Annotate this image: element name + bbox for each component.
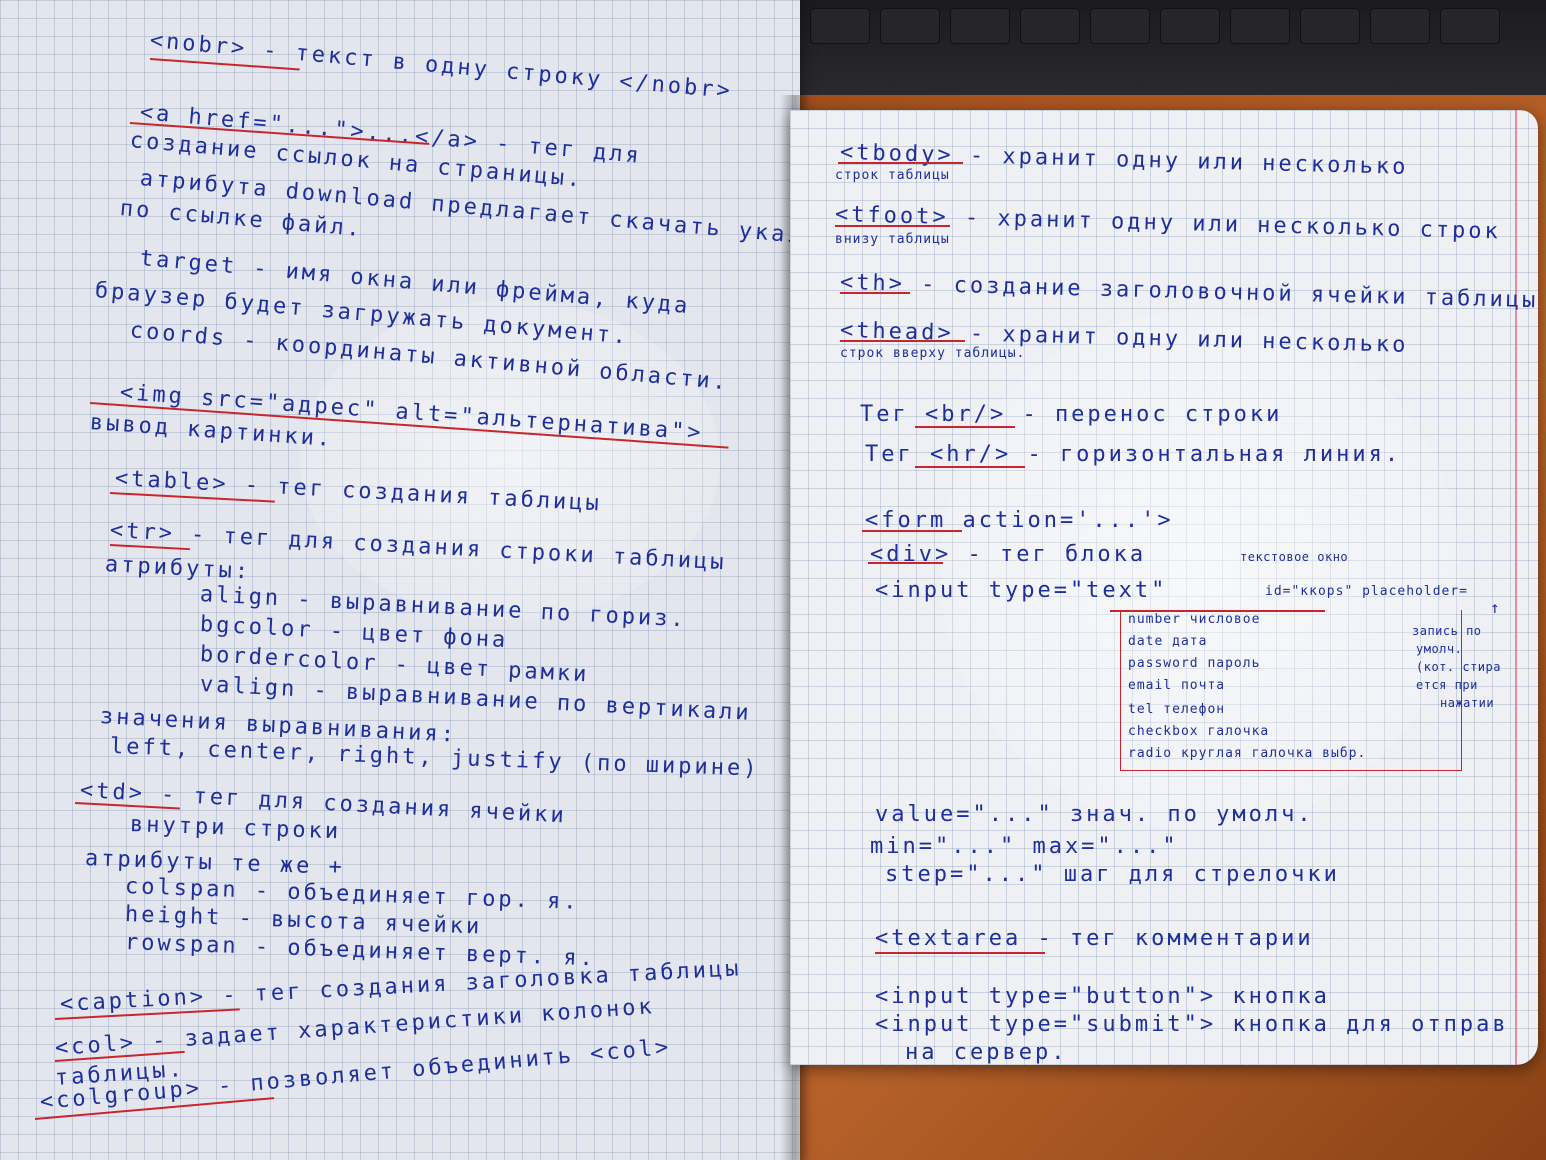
note-line: атрибуты: xyxy=(104,552,252,585)
note-line: внутри строки xyxy=(129,812,342,845)
note-line: min="..." max="..." xyxy=(870,834,1179,859)
keyboard-key xyxy=(1160,8,1220,44)
red-underline xyxy=(868,562,943,564)
note-annotation: умолч. xyxy=(1416,642,1463,656)
note-line: email почта xyxy=(1128,678,1226,693)
note-line: password пароль xyxy=(1128,656,1261,671)
keyboard-key xyxy=(810,8,870,44)
note-line: <input type="submit"> кнопка для отправ xyxy=(875,1012,1509,1037)
note-line: <input type="text" xyxy=(875,578,1168,603)
keyboard-key xyxy=(950,8,1010,44)
note-line: tel телефон xyxy=(1128,702,1226,717)
note-line: Тег <hr/> - горизонтальная линия. xyxy=(865,442,1402,467)
note-line: Тег <br/> - перенос строки xyxy=(860,402,1283,427)
red-underline xyxy=(1110,610,1325,612)
keyboard xyxy=(700,0,1546,95)
keyboard-key xyxy=(1300,8,1360,44)
note-annotation: ется при xyxy=(1416,678,1478,692)
note-line: date дата xyxy=(1128,634,1208,649)
note-line: строк таблицы xyxy=(835,168,950,183)
keyboard-key xyxy=(1230,8,1290,44)
notebook-right-page: <tbody> - хранит одну или несколько стро… xyxy=(790,110,1538,1065)
arrow-up-icon: ↑ xyxy=(1490,598,1503,617)
note-line: step="..." шаг для стрелочки xyxy=(885,862,1340,887)
red-underline xyxy=(915,426,1015,428)
note-line: id="ккорs" placeholder= xyxy=(1265,584,1469,599)
note-line: строк вверху таблицы. xyxy=(840,346,1026,361)
note-line: <form action='...'> xyxy=(865,508,1174,533)
note-line: атрибуты те же + xyxy=(84,846,346,881)
note-annotation: текстовое окно xyxy=(1240,550,1349,564)
input-types-box xyxy=(1120,610,1462,771)
note-line: rowspan - объединяет верт. я. xyxy=(124,930,597,972)
note-annotation: нажатии xyxy=(1440,696,1495,710)
keyboard-key xyxy=(1440,8,1500,44)
red-underline xyxy=(875,952,1045,954)
red-underline xyxy=(838,162,963,164)
margin-line xyxy=(1515,110,1517,1065)
red-underline xyxy=(915,466,1025,468)
note-annotation: (кот. стира xyxy=(1416,660,1501,674)
red-underline xyxy=(840,340,965,342)
keyboard-key xyxy=(880,8,940,44)
note-line: number числовое xyxy=(1128,612,1261,627)
note-line: <textarea - тег комментарии xyxy=(875,926,1314,951)
note-line: на сервер. xyxy=(905,1040,1068,1065)
note-line: checkbox галочка xyxy=(1128,724,1270,739)
note-line: <input type="button"> кнопка xyxy=(875,984,1330,1009)
note-annotation: запись по xyxy=(1412,624,1482,638)
red-underline xyxy=(835,225,950,227)
note-line: внизу таблицы xyxy=(835,232,950,247)
keyboard-key xyxy=(1090,8,1150,44)
note-line: radio круглая галочка выбр. xyxy=(1128,746,1367,761)
note-line: value="..." знач. по умолч. xyxy=(875,802,1314,827)
note-line: <th> - создание заголовочной ячейки табл… xyxy=(839,270,1538,314)
notebook-left-page: <nobr> - текст в одну строку </nobr> <a … xyxy=(0,0,800,1160)
red-underline xyxy=(862,530,962,532)
red-underline xyxy=(840,292,910,294)
note-line: <table> - тег создания таблицы xyxy=(114,466,603,517)
keyboard-key xyxy=(1370,8,1430,44)
keyboard-key xyxy=(1020,8,1080,44)
